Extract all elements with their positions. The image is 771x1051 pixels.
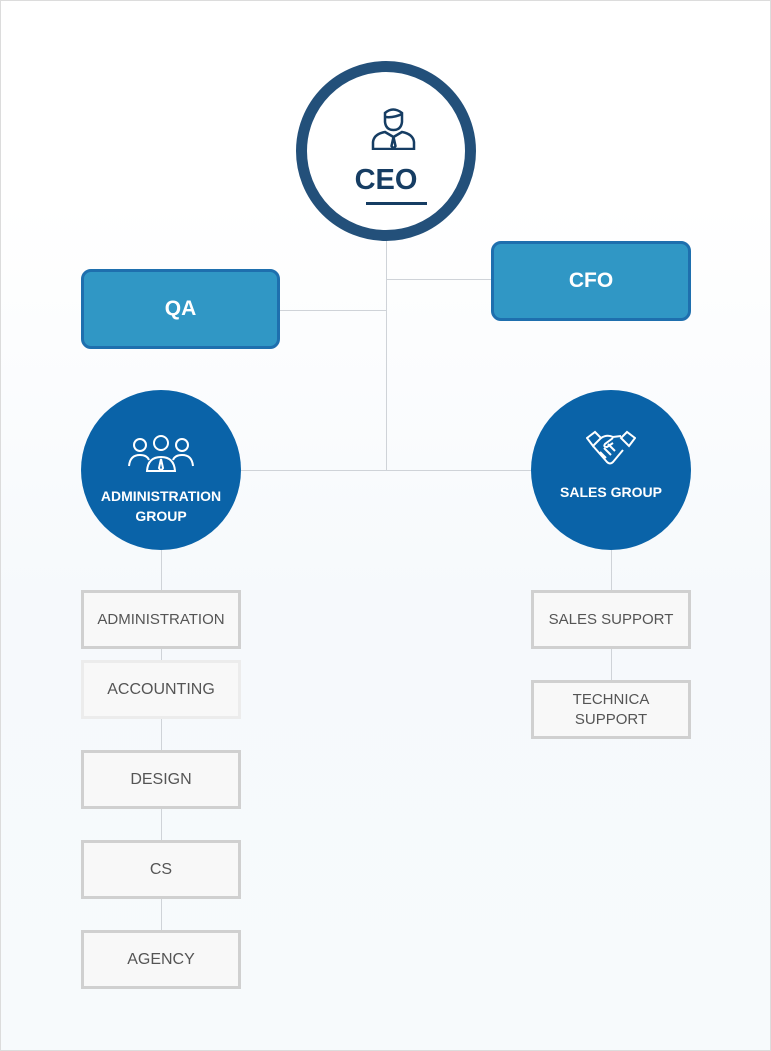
unit-label: SALES SUPPORT: [548, 610, 674, 628]
unit-design[interactable]: DESIGN: [81, 750, 241, 809]
unit-label: CS: [149, 860, 173, 878]
cfo-node[interactable]: CFO: [491, 241, 691, 321]
qa-node[interactable]: QA: [81, 269, 280, 349]
administration-group-node[interactable]: ADMINISTRATION GROUP: [81, 390, 241, 550]
unit-label: ADMINISTRATION: [97, 610, 225, 628]
unit-label-2: SUPPORT: [574, 710, 648, 728]
unit-accounting[interactable]: ACCOUNTING: [81, 660, 241, 719]
connector: [386, 241, 387, 471]
cfo-label: CFO: [568, 269, 614, 292]
connector: [386, 279, 491, 280]
unit-label: AGENCY: [127, 950, 195, 968]
team-icon: [128, 435, 194, 472]
unit-agency[interactable]: AGENCY: [81, 930, 241, 989]
unit-label: TECHNICA: [572, 690, 650, 708]
connector: [279, 310, 386, 311]
ceo-label: CEO: [354, 164, 418, 196]
unit-cs[interactable]: CS: [81, 840, 241, 899]
ceo-node[interactable]: CEO: [296, 61, 476, 241]
sales-group-node[interactable]: SALES GROUP: [531, 390, 691, 550]
ceo-underline: [366, 202, 427, 205]
unit-label: ACCOUNTING: [107, 680, 215, 698]
sales-group-label: SALES GROUP: [560, 484, 662, 500]
businessman-icon: [371, 108, 416, 150]
unit-technical-support[interactable]: TECHNICA SUPPORT: [531, 680, 691, 739]
administration-group-label: ADMINISTRATION: [100, 488, 222, 504]
connector: [241, 470, 531, 471]
unit-administration[interactable]: ADMINISTRATION: [81, 590, 241, 649]
handshake-icon: [586, 430, 636, 465]
qa-label: QA: [164, 297, 197, 320]
administration-group-label-2: GROUP: [135, 508, 187, 524]
unit-label: DESIGN: [130, 770, 192, 788]
unit-sales-support[interactable]: SALES SUPPORT: [531, 590, 691, 649]
